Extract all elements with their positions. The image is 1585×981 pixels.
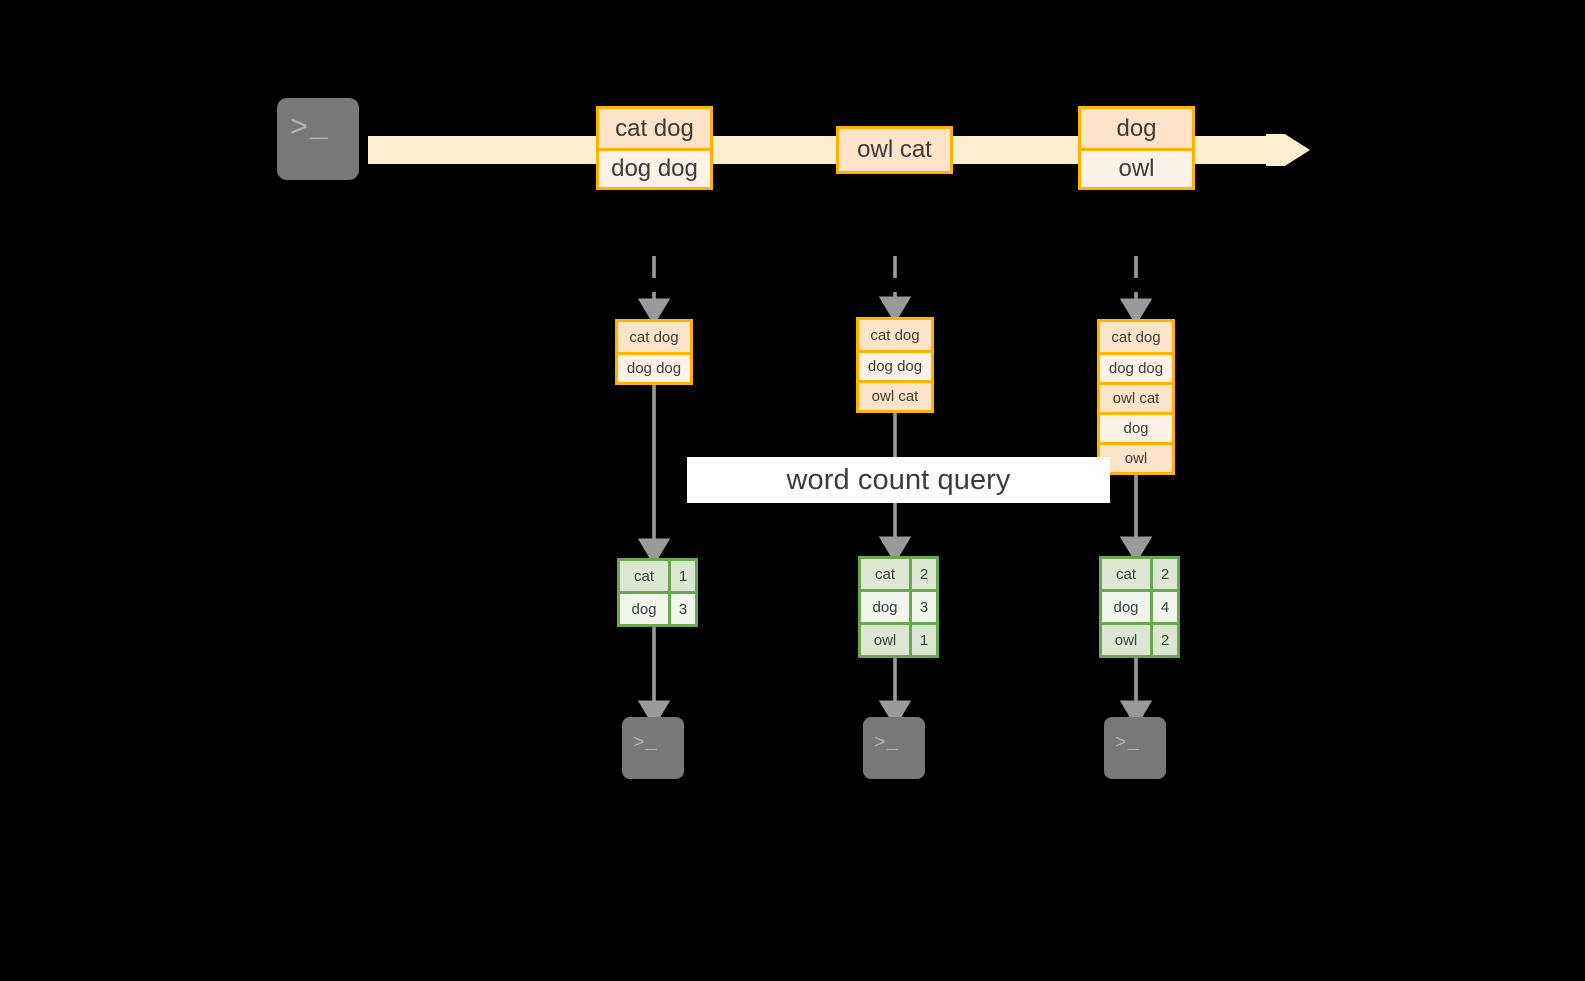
stream-batch-1[interactable]: cat dog dog dog: [596, 106, 713, 190]
stream-line: dog: [1081, 109, 1192, 148]
result-key: owl: [1102, 625, 1150, 655]
query-band: word count query: [687, 457, 1110, 503]
accumulated-line: dog dog: [859, 350, 931, 380]
result-table-3[interactable]: cat 2 dog 4 owl 2: [1099, 556, 1180, 658]
result-key: dog: [861, 592, 909, 622]
table-row: owl 1: [861, 622, 936, 655]
result-key: cat: [1102, 559, 1150, 589]
accumulated-line: cat dog: [859, 320, 931, 350]
result-value: 3: [668, 594, 695, 624]
accumulated-table-1[interactable]: cat dog dog dog: [615, 319, 693, 385]
result-table-1[interactable]: cat 1 dog 3: [617, 558, 698, 627]
accumulated-table-2[interactable]: cat dog dog dog owl cat: [856, 317, 934, 413]
table-row: cat 1: [620, 561, 695, 591]
result-key: dog: [620, 594, 668, 624]
accumulated-line: owl: [1100, 442, 1172, 472]
sink-terminal-icon-3: >_: [1096, 709, 1174, 787]
stream-line: owl: [1081, 148, 1192, 187]
stream-line: dog dog: [599, 148, 710, 187]
accumulated-line: owl cat: [859, 380, 931, 410]
prompt-glyph: >_: [290, 112, 330, 146]
result-value: 2: [1150, 559, 1177, 589]
query-label: word count query: [786, 463, 1011, 496]
source-terminal-icon: >_: [268, 89, 368, 189]
result-table-2[interactable]: cat 2 dog 3 owl 1: [858, 556, 939, 658]
stream-line: cat dog: [599, 109, 710, 148]
accumulated-line: dog dog: [618, 352, 690, 382]
accumulated-line: cat dog: [618, 322, 690, 352]
table-row: dog 4: [1102, 589, 1177, 622]
result-key: cat: [620, 561, 668, 591]
table-row: owl 2: [1102, 622, 1177, 655]
result-value: 3: [909, 592, 936, 622]
result-key: owl: [861, 625, 909, 655]
table-row: dog 3: [861, 589, 936, 622]
prompt-glyph: >_: [1115, 732, 1141, 754]
table-row: cat 2: [861, 559, 936, 589]
prompt-glyph: >_: [874, 732, 900, 754]
accumulated-table-3[interactable]: cat dog dog dog owl cat dog owl: [1097, 319, 1175, 475]
accumulated-line: owl cat: [1100, 382, 1172, 412]
result-key: cat: [861, 559, 909, 589]
table-row: cat 2: [1102, 559, 1177, 589]
result-value: 2: [909, 559, 936, 589]
accumulated-line: cat dog: [1100, 322, 1172, 352]
prompt-glyph: >_: [633, 732, 659, 754]
result-value: 4: [1150, 592, 1177, 622]
result-value: 1: [909, 625, 936, 655]
result-key: dog: [1102, 592, 1150, 622]
stream-line: owl cat: [839, 129, 950, 171]
sink-terminal-icon-2: >_: [855, 709, 933, 787]
stream-batch-3[interactable]: dog owl: [1078, 106, 1195, 190]
result-value: 2: [1150, 625, 1177, 655]
accumulated-line: dog dog: [1100, 352, 1172, 382]
result-value: 1: [668, 561, 695, 591]
accumulated-line: dog: [1100, 412, 1172, 442]
sink-terminal-icon-1: >_: [614, 709, 692, 787]
stream-batch-2[interactable]: owl cat: [836, 126, 953, 174]
table-row: dog 3: [620, 591, 695, 624]
